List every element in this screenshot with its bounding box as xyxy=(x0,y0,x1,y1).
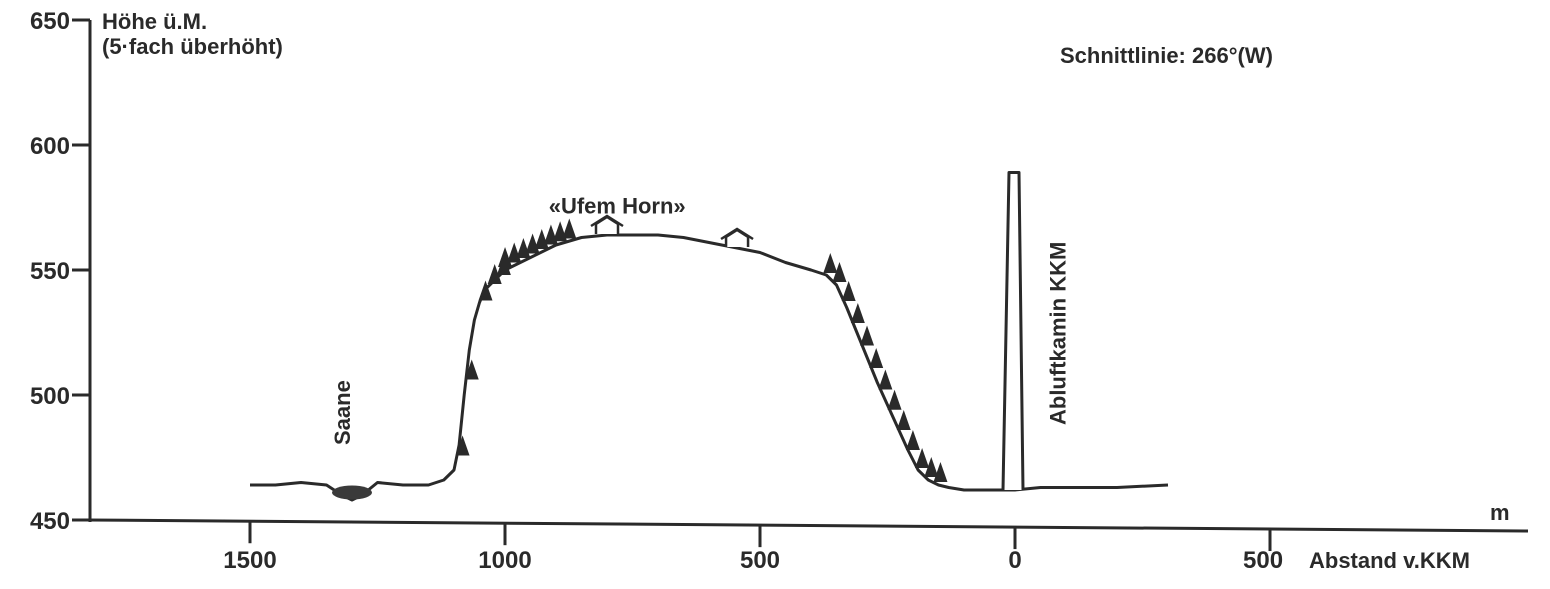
tree-icon xyxy=(860,325,875,346)
house-icon xyxy=(720,227,754,247)
tree-icon xyxy=(878,369,893,390)
tree-icon xyxy=(850,303,865,323)
annotation-ufem-horn: «Ufem Horn» xyxy=(549,194,686,219)
tree-icon xyxy=(887,389,902,410)
x-axis-label: Abstand v.KKM xyxy=(1309,548,1470,573)
x-tick-label: 1500 xyxy=(223,547,276,574)
y-tick-label: 650 xyxy=(30,8,70,35)
y-axis-label-line2: (5·fach überhöht) xyxy=(102,34,283,59)
tree-icon xyxy=(905,430,920,450)
x-tick-label: 1000 xyxy=(478,547,531,574)
tree-icon xyxy=(832,262,847,282)
chimney-stack xyxy=(1001,171,1025,491)
x-axis-line xyxy=(87,518,1529,533)
y-tick-label: 600 xyxy=(30,133,70,160)
house-icon xyxy=(590,214,624,234)
tree-icon xyxy=(562,218,577,239)
river-water xyxy=(332,485,372,500)
y-tick-label: 500 xyxy=(30,383,70,410)
x-unit-label: m xyxy=(1490,500,1510,525)
tree-icon xyxy=(487,264,502,284)
tree-icon xyxy=(915,448,930,468)
tree-icon xyxy=(841,281,856,301)
y-tick-label: 450 xyxy=(30,508,70,535)
tree-icon xyxy=(869,348,884,368)
terrain-profile-line xyxy=(250,233,1169,502)
x-tick-label: 0 xyxy=(1008,547,1021,574)
tree-icon xyxy=(464,359,479,380)
tree-icon xyxy=(933,462,948,482)
y-tick-label: 550 xyxy=(30,258,70,285)
y-axis-label-line1: Höhe ü.M. xyxy=(102,9,207,34)
tree-icon xyxy=(896,410,911,430)
annotation-saane: Saane xyxy=(330,380,355,445)
tree-icon xyxy=(924,457,939,477)
annotation-abluftkamin: Abluftkamin KKM xyxy=(1045,242,1070,425)
direction-label: Schnittlinie: 266°(W) xyxy=(1060,43,1273,68)
x-tick-label: 500 xyxy=(740,547,780,574)
x-tick-label: 500 xyxy=(1243,547,1283,574)
tree-icon xyxy=(823,253,838,273)
